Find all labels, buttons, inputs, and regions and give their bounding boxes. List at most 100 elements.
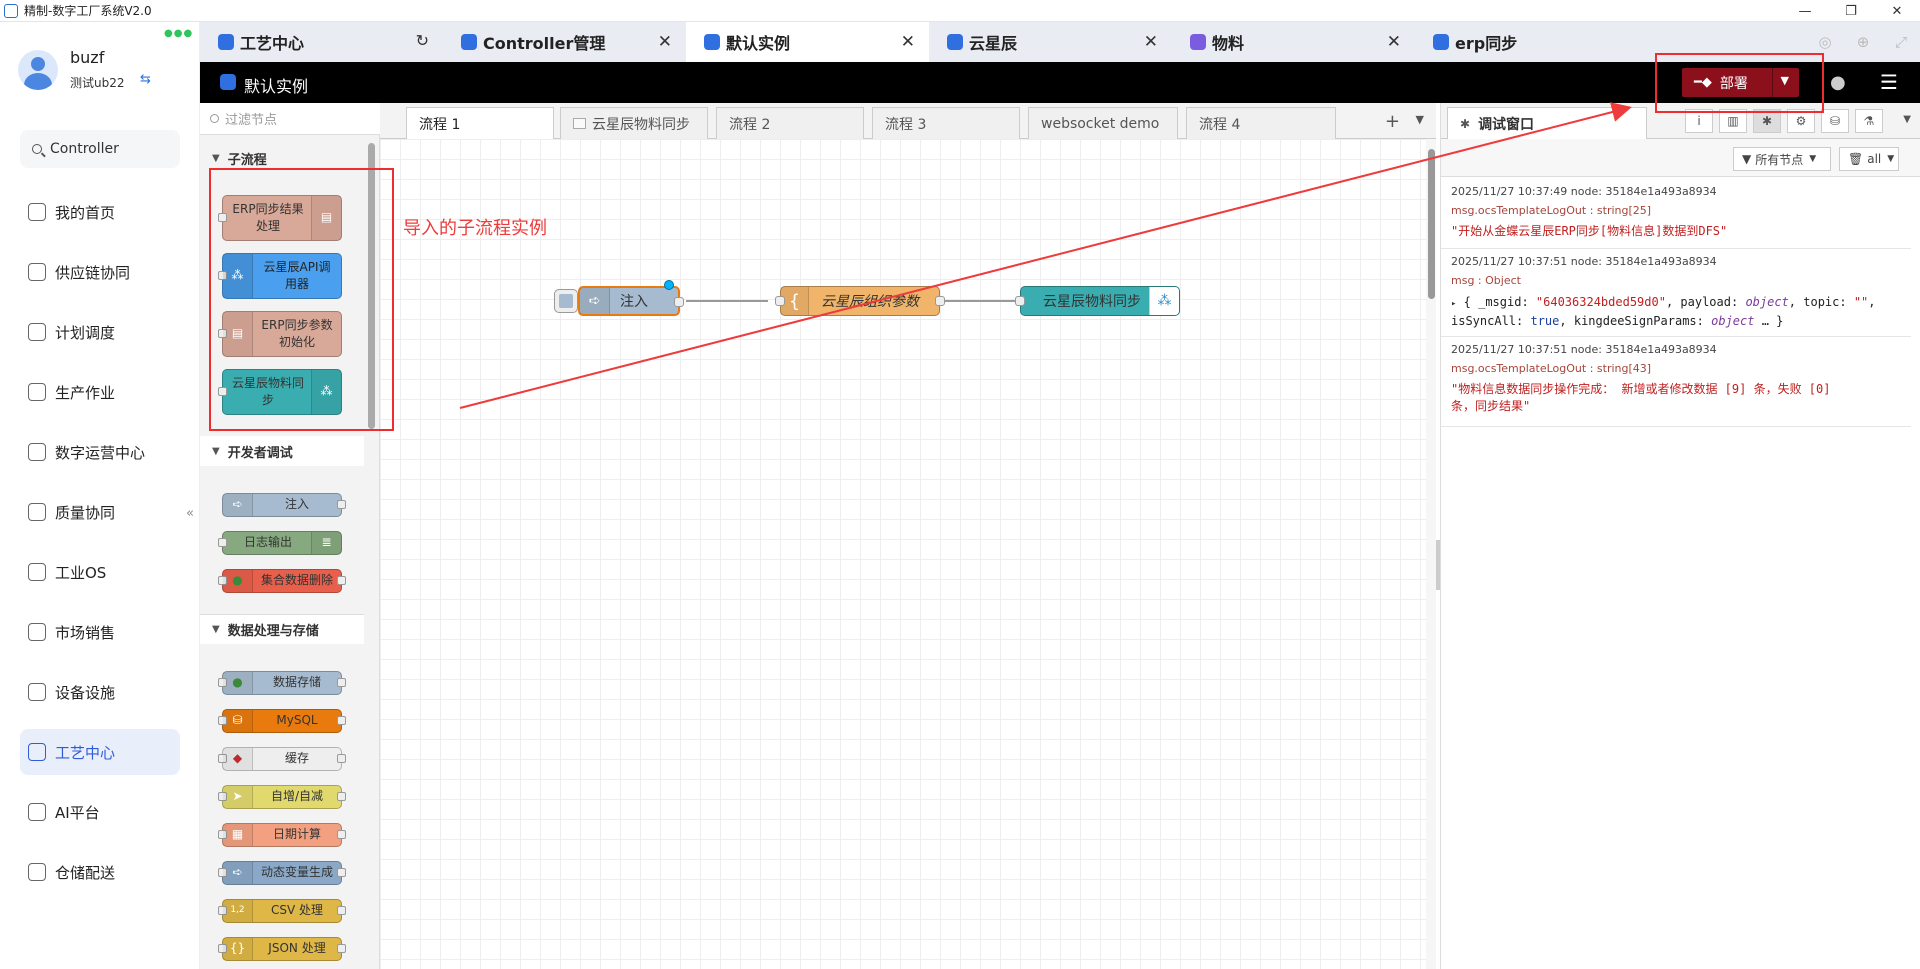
palette-node-erp-result[interactable]: ERP同步结果处理 ▤ — [218, 195, 342, 241]
close-icon[interactable]: ✕ — [1891, 3, 1903, 19]
filter-nodes-button[interactable]: ▼所有节点▼ — [1733, 147, 1831, 171]
fullscreen-icon[interactable]: ⤢ — [1894, 33, 1907, 51]
palette-node-collection-delete[interactable]: ● 集合数据删除 — [218, 569, 346, 593]
user-profile[interactable]: buzf 测试ub22 ⇆ — [18, 48, 151, 90]
palette-filter-input[interactable]: 过滤节点 — [200, 103, 380, 135]
tab-process-center[interactable]: 工艺中心↻ — [200, 22, 443, 62]
palette-node-dynamic-var[interactable]: ➪ 动态变量生成 — [218, 861, 346, 885]
input-port[interactable] — [1015, 296, 1025, 306]
refresh-icon[interactable]: ↻ — [415, 31, 429, 50]
nav-item-warehouse[interactable]: 仓储配送 — [20, 849, 180, 895]
deploy-button[interactable]: ━◆ 部署 ▼ — [1682, 68, 1799, 97]
gear-icon[interactable]: ⚙ — [1787, 109, 1815, 133]
arrow-right-icon: ➪ — [223, 494, 253, 516]
sidebar-resize-handle[interactable] — [1436, 540, 1440, 590]
flow-tab-subflow[interactable]: 云星辰物料同步 — [560, 107, 708, 139]
location-icon[interactable]: ◎ — [1818, 33, 1832, 51]
canvas-node-material-sync[interactable]: 云星辰物料同步 ⁂ — [1015, 286, 1180, 316]
close-icon[interactable]: ✕ — [900, 32, 915, 52]
debug-message[interactable]: 2025/11/27 10:37:51 node: 35184e1a493a89… — [1441, 337, 1911, 427]
flow-canvas[interactable]: ➪ 注入 { 云星辰组织参数 云星辰物料同步 ⁂ — [380, 139, 1426, 969]
flow-list-dropdown-icon[interactable]: ▼ — [1415, 113, 1424, 126]
flow-tab-2[interactable]: 流程 2 — [716, 107, 864, 139]
category-subflow[interactable]: ▼子流程 — [200, 143, 364, 173]
palette-node-data-store[interactable]: ● 数据存储 — [218, 671, 346, 695]
debug-message[interactable]: 2025/11/27 10:37:51 node: 35184e1a493a89… — [1441, 249, 1911, 337]
expand-icon[interactable]: ▸ — [1451, 299, 1457, 309]
database-icon[interactable]: ⛁ — [1821, 109, 1849, 133]
nav-item-supply-chain[interactable]: 供应链协同 — [20, 249, 180, 295]
nav-item-ai[interactable]: AI平台 — [20, 789, 180, 835]
output-port[interactable] — [674, 297, 684, 307]
inject-trigger-button[interactable] — [554, 289, 578, 313]
palette-node-date-calc[interactable]: ▦ 日期计算 — [218, 823, 346, 847]
flow-tab-websocket[interactable]: websocket demo — [1028, 107, 1178, 139]
canvas-scrollbar[interactable] — [1426, 139, 1436, 969]
menu-icon[interactable]: ☰ — [1880, 70, 1898, 94]
arrow-icon: ➤ — [223, 786, 253, 808]
message-object[interactable]: ▸ { _msgid: "64036324bded59d0", payload:… — [1451, 295, 1876, 328]
clear-messages-button[interactable]: 🗑all▼ — [1839, 147, 1899, 171]
tools-icon — [28, 683, 46, 701]
flask-icon[interactable]: ⚗ — [1855, 109, 1883, 133]
flow-tab-3[interactable]: 流程 3 — [872, 107, 1020, 139]
add-flow-icon[interactable]: + — [1384, 111, 1400, 132]
tab-material[interactable]: 物料✕ — [1172, 22, 1415, 62]
palette-node-erp-params[interactable]: ▤ ERP同步参数初始化 — [218, 311, 342, 357]
close-icon[interactable]: ✕ — [1143, 32, 1158, 52]
canvas-node-inject[interactable]: ➪ 注入 — [578, 280, 684, 316]
debug-message[interactable]: 2025/11/27 10:37:49 node: 35184e1a493a89… — [1441, 179, 1911, 249]
palette-node-api-caller[interactable]: ⁂ 云星辰API调用器 — [218, 253, 342, 299]
tab-erp-sync[interactable]: erp同步 — [1415, 22, 1658, 62]
nav-item-digital-ops[interactable]: 数字运营中心 — [20, 429, 180, 475]
close-icon[interactable]: ✕ — [1386, 32, 1401, 52]
user-icon[interactable]: ● — [1830, 72, 1846, 93]
nav-item-quality[interactable]: 质量协同 — [20, 489, 180, 535]
palette-node-csv[interactable]: 1,2 CSV 处理 — [218, 899, 346, 923]
nav-item-home[interactable]: 我的首页 — [20, 189, 180, 235]
input-port[interactable] — [775, 296, 785, 306]
close-icon[interactable]: ✕ — [657, 32, 672, 52]
bug-icon[interactable]: ✱ — [1753, 109, 1781, 133]
nav-item-sales[interactable]: 市场销售 — [20, 609, 180, 655]
flow-tab-1[interactable]: 流程 1 — [406, 107, 554, 140]
palette-node-material-sync[interactable]: 云星辰物料同步 ⁂ — [218, 369, 342, 415]
chevron-down-icon[interactable]: ▼ — [1903, 114, 1911, 125]
category-data-storage[interactable]: ▼数据处理与存储 — [200, 614, 364, 644]
nav-item-production[interactable]: 生产作业 — [20, 369, 180, 415]
book-icon[interactable]: ▥ — [1719, 109, 1747, 133]
palette-scrollbar[interactable] — [368, 143, 375, 429]
palette-node-cache[interactable]: ◆ 缓存 — [218, 747, 346, 771]
avatar[interactable] — [18, 50, 58, 90]
nav-item-process-center[interactable]: 工艺中心 — [20, 729, 180, 775]
scroll-thumb[interactable] — [1428, 149, 1435, 299]
leaf-icon: ● — [223, 672, 253, 694]
nav-item-planning[interactable]: 计划调度 — [20, 309, 180, 355]
tab-yunxingchen[interactable]: 云星辰✕ — [929, 22, 1172, 62]
palette-node-debug[interactable]: 日志输出 ≣ — [218, 531, 342, 555]
nav-item-industrial-os[interactable]: 工业OS — [20, 549, 180, 595]
message-topic: msg.ocsTemplateLogOut : string[25] — [1451, 204, 1652, 217]
palette-node-inject[interactable]: ➪ 注入 — [222, 493, 346, 517]
tab-controller[interactable]: Controller管理✕ — [443, 22, 686, 62]
category-dev-debug[interactable]: ▼开发者调试 — [200, 436, 364, 466]
app-tab-icon — [1433, 34, 1449, 50]
download-icon[interactable]: ⊕ — [1856, 33, 1870, 51]
palette-node-increment[interactable]: ➤ 自增/自减 — [218, 785, 346, 809]
sidebar-search[interactable]: Controller — [20, 130, 180, 168]
minimize-icon[interactable]: — — [1798, 3, 1812, 19]
palette-node-mysql[interactable]: ⛁ MySQL — [218, 709, 346, 733]
output-port[interactable] — [935, 296, 945, 306]
maximize-icon[interactable]: ❐ — [1845, 3, 1857, 19]
collapse-sidebar-icon[interactable]: « — [186, 506, 194, 521]
switch-org-icon[interactable]: ⇆ — [140, 72, 151, 87]
wire[interactable] — [942, 300, 1024, 302]
tab-default-instance[interactable]: 默认实例✕ — [686, 22, 929, 62]
info-icon[interactable]: i — [1685, 109, 1713, 133]
home-icon — [28, 203, 46, 221]
flow-tab-4[interactable]: 流程 4 — [1186, 107, 1336, 139]
deploy-dropdown-icon[interactable]: ▼ — [1780, 74, 1789, 87]
nav-item-equipment[interactable]: 设备设施 — [20, 669, 180, 715]
wire[interactable] — [686, 300, 768, 302]
palette-node-json[interactable]: {} JSON 处理 — [218, 937, 346, 961]
